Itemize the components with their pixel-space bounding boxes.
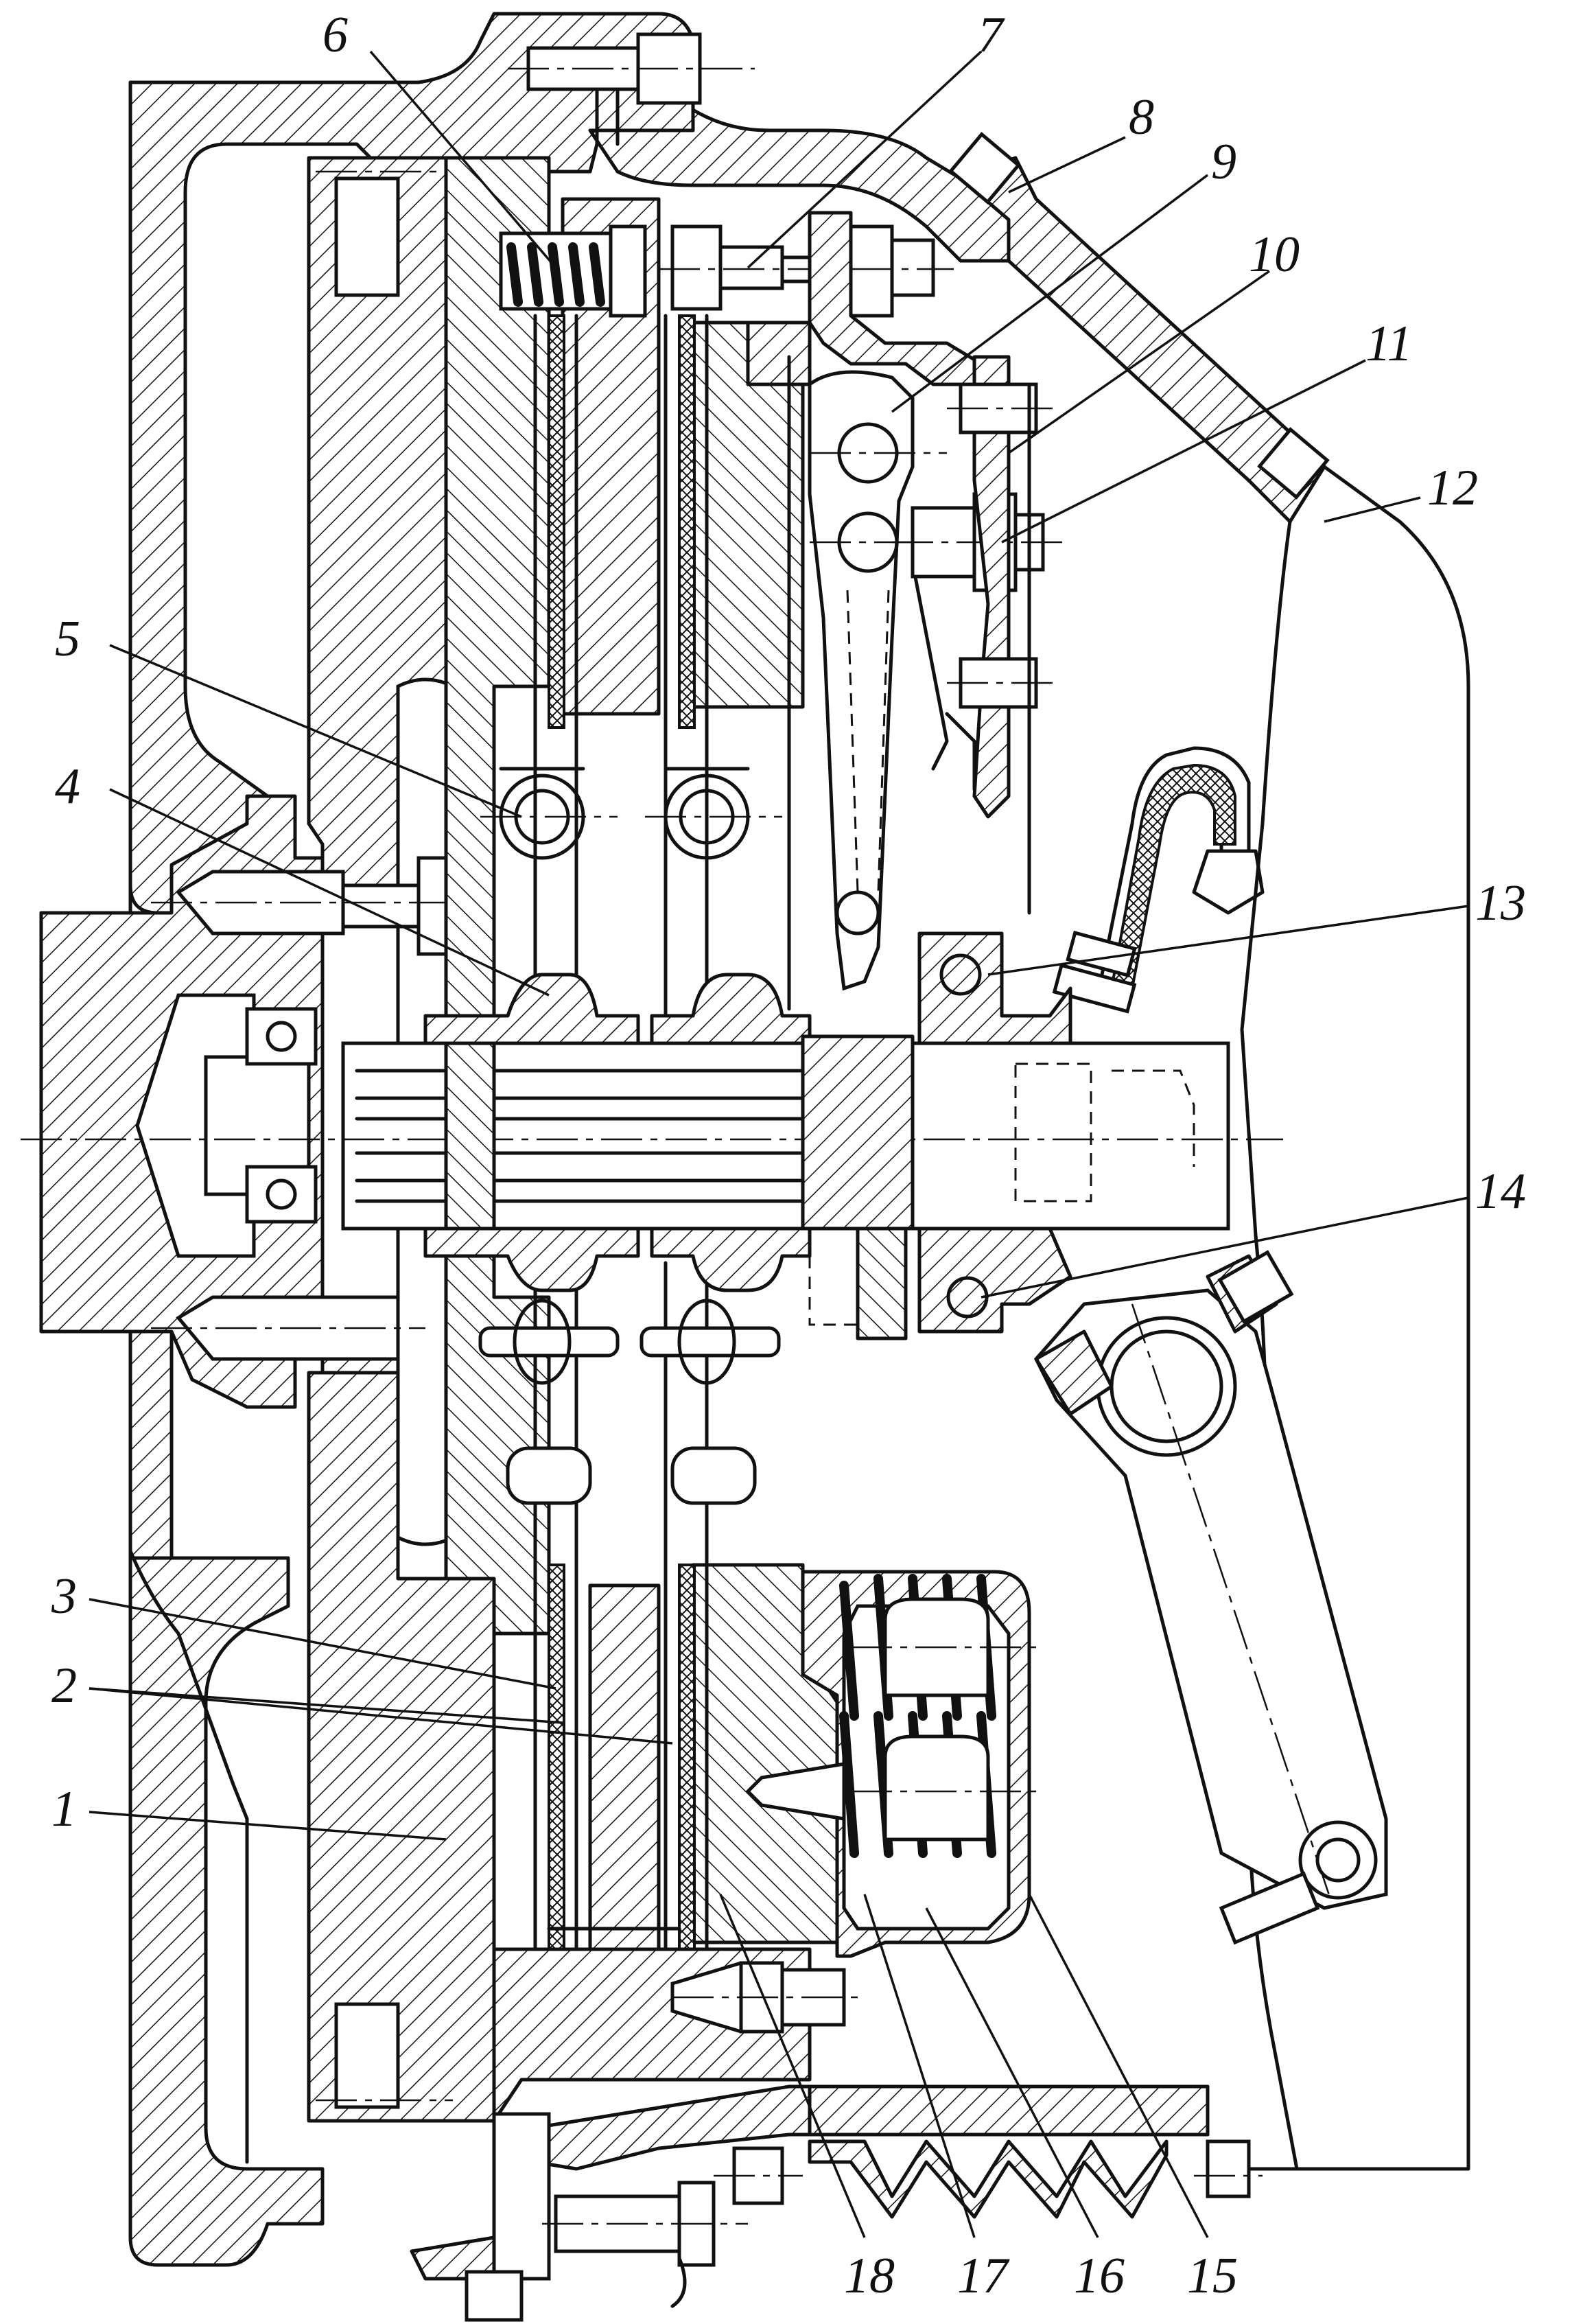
release-housing-wall bbox=[787, 355, 1031, 1011]
friction-lining-1 bbox=[548, 314, 565, 1951]
top-bolt bbox=[508, 32, 755, 146]
bottom-cover bbox=[533, 2084, 1263, 2219]
release-bearing bbox=[801, 931, 1072, 1340]
release-lever-9 bbox=[808, 370, 949, 991]
label-7: 7 bbox=[978, 7, 1005, 63]
label-5: 5 bbox=[55, 611, 80, 667]
intermediate-plate bbox=[561, 197, 661, 1951]
label-8: 8 bbox=[1129, 89, 1154, 146]
adjusting-bolt-7 bbox=[659, 224, 954, 318]
leaders bbox=[89, 50, 1469, 2238]
release-fork bbox=[1034, 1250, 1388, 1945]
label-4: 4 bbox=[55, 758, 80, 815]
cover-bolt-8 bbox=[948, 132, 1021, 205]
disc-hub-1 bbox=[423, 973, 640, 1292]
pressure-spring-6 bbox=[499, 224, 647, 318]
label-11: 11 bbox=[1365, 316, 1413, 372]
label-15: 15 bbox=[1187, 2248, 1238, 2304]
label-3: 3 bbox=[51, 1568, 77, 1625]
disc-hub-2 bbox=[650, 973, 812, 1292]
bottom-bolt bbox=[410, 2112, 748, 2322]
label-9: 9 bbox=[1211, 134, 1236, 190]
lever-support-10 bbox=[947, 355, 1057, 819]
crankshaft-flange bbox=[39, 794, 325, 1409]
label-1: 1 bbox=[51, 1781, 77, 1837]
label-14: 14 bbox=[1475, 1163, 1526, 1220]
label-10: 10 bbox=[1249, 226, 1300, 283]
label-6: 6 bbox=[322, 7, 348, 63]
lower-clamp-bolt bbox=[492, 1947, 865, 2123]
label-13: 13 bbox=[1475, 875, 1526, 931]
label-12: 12 bbox=[1427, 460, 1478, 516]
flange-bolt-lower bbox=[151, 1295, 425, 1361]
damper-spring-upper-2 bbox=[645, 767, 782, 860]
disc-plate-lines bbox=[533, 314, 709, 1951]
label-17: 17 bbox=[957, 2248, 1010, 2304]
label-18: 18 bbox=[844, 2248, 895, 2304]
part-labels: 6 7 8 9 10 11 12 5 4 13 14 3 2 1 18 17 1… bbox=[51, 7, 1526, 2304]
damper-rivets-lower bbox=[478, 1299, 781, 1505]
damper-spring-upper-1 bbox=[480, 767, 618, 860]
clutch-spring-16 bbox=[745, 1574, 1036, 1858]
label-2: 2 bbox=[51, 1658, 77, 1714]
lubrication-hose bbox=[1052, 746, 1265, 1014]
label-16: 16 bbox=[1074, 2248, 1125, 2304]
cover-bolt-12 bbox=[1257, 427, 1330, 500]
